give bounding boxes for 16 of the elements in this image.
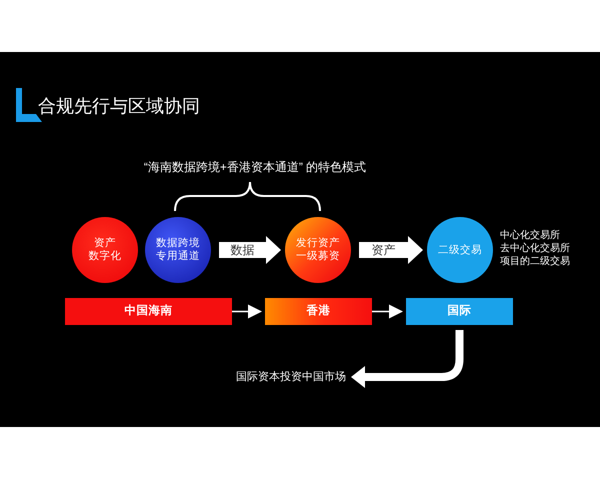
- block-arrow: [219, 236, 281, 264]
- arrow: [372, 304, 403, 318]
- side-note: 去中心化交易所: [500, 242, 570, 255]
- destination-text: 国际资本投资中国市场: [236, 370, 346, 384]
- side-note: 中心化交易所: [500, 229, 561, 242]
- arrow-label: 资产: [372, 243, 396, 257]
- brace-caption: “海南数据跨境+香港资本通道” 的特色模式: [144, 160, 366, 175]
- arrow: [232, 304, 262, 318]
- block-arrow: [359, 236, 423, 264]
- region-bar: 香港: [265, 298, 372, 325]
- side-note: 项目的二级交易: [500, 255, 570, 268]
- region-bar: 国际: [406, 298, 513, 325]
- curved-arrow: [351, 330, 464, 388]
- slide-title: 合规先行与区域协同: [38, 95, 200, 117]
- region-bar: 中国海南: [65, 298, 232, 325]
- arrow-label: 数据: [230, 243, 254, 257]
